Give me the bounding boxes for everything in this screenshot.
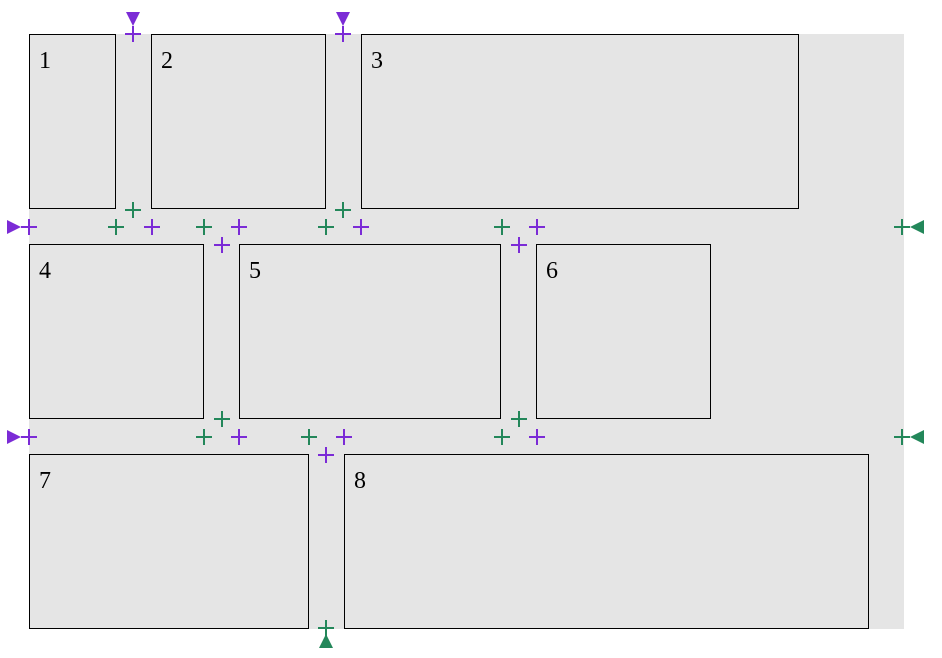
purple-plus-marker: [21, 429, 37, 445]
green-plus-marker: [301, 429, 317, 445]
grid-item-1: 1: [29, 34, 116, 209]
grid-item-4: 4: [29, 244, 204, 419]
green-plus-marker: [318, 219, 334, 235]
green-plus-marker: [196, 429, 212, 445]
svg-text:7: 7: [39, 468, 51, 494]
green-plus-marker: [214, 411, 230, 427]
grid-item-5: 5: [239, 244, 501, 419]
svg-text:2: 2: [161, 48, 173, 74]
triangle-right-icon: [7, 220, 21, 234]
purple-plus-marker: [21, 219, 37, 235]
grid-item-7: 7: [29, 454, 309, 629]
green-plus-marker: [511, 411, 527, 427]
grid-item-8: 8: [344, 454, 869, 629]
triangle-down-icon: [126, 12, 140, 26]
green-plus-marker: [894, 429, 910, 445]
purple-plus-marker: [336, 429, 352, 445]
purple-plus-marker: [335, 26, 351, 42]
triangle-up-icon: [319, 634, 333, 648]
green-plus-marker: [196, 219, 212, 235]
triangle-right-icon: [7, 430, 21, 444]
green-plus-marker: [318, 620, 334, 636]
purple-plus-marker: [318, 447, 334, 463]
grid-line-markers: [7, 12, 924, 648]
triangle-left-icon: [910, 430, 924, 444]
green-plus-marker: [894, 219, 910, 235]
grid-item-3: 3: [361, 34, 799, 209]
purple-plus-marker: [529, 429, 545, 445]
svg-text:1: 1: [39, 48, 51, 74]
grid-item-6: 6: [536, 244, 711, 419]
purple-plus-marker: [231, 429, 247, 445]
triangle-down-icon: [336, 12, 350, 26]
green-plus-marker: [108, 219, 124, 235]
purple-plus-marker: [511, 237, 527, 253]
purple-plus-marker: [125, 26, 141, 42]
svg-text:8: 8: [354, 468, 366, 494]
svg-text:4: 4: [39, 258, 51, 284]
grid-item-2: 2: [151, 34, 326, 209]
purple-plus-marker: [231, 219, 247, 235]
triangle-left-icon: [910, 220, 924, 234]
green-plus-marker: [335, 202, 351, 218]
purple-plus-marker: [144, 219, 160, 235]
svg-text:5: 5: [249, 258, 261, 284]
purple-plus-marker: [353, 219, 369, 235]
purple-plus-marker: [214, 237, 230, 253]
svg-text:6: 6: [546, 258, 558, 284]
green-plus-marker: [494, 429, 510, 445]
svg-text:3: 3: [371, 48, 383, 74]
green-plus-marker: [494, 219, 510, 235]
purple-plus-marker: [529, 219, 545, 235]
green-plus-marker: [125, 202, 141, 218]
